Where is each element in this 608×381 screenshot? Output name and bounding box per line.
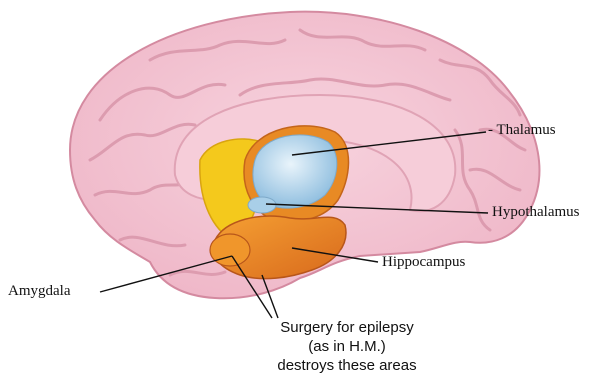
surgery-caption: Surgery for epilepsy (as in H.M.) destro…: [262, 318, 432, 375]
amygdala-shape: [210, 234, 250, 266]
hypothalamus-shape: [248, 197, 276, 213]
caption-line-3: destroys these areas: [262, 356, 432, 375]
hippocampus-label: Hippocampus: [382, 254, 465, 271]
amygdala-label: Amygdala: [8, 283, 70, 300]
thalamus-label: - Thalamus: [488, 122, 556, 139]
hypothalamus-label: Hypothalamus: [492, 204, 580, 221]
caption-line-1: Surgery for epilepsy: [262, 318, 432, 337]
caption-line-2: (as in H.M.): [262, 337, 432, 356]
